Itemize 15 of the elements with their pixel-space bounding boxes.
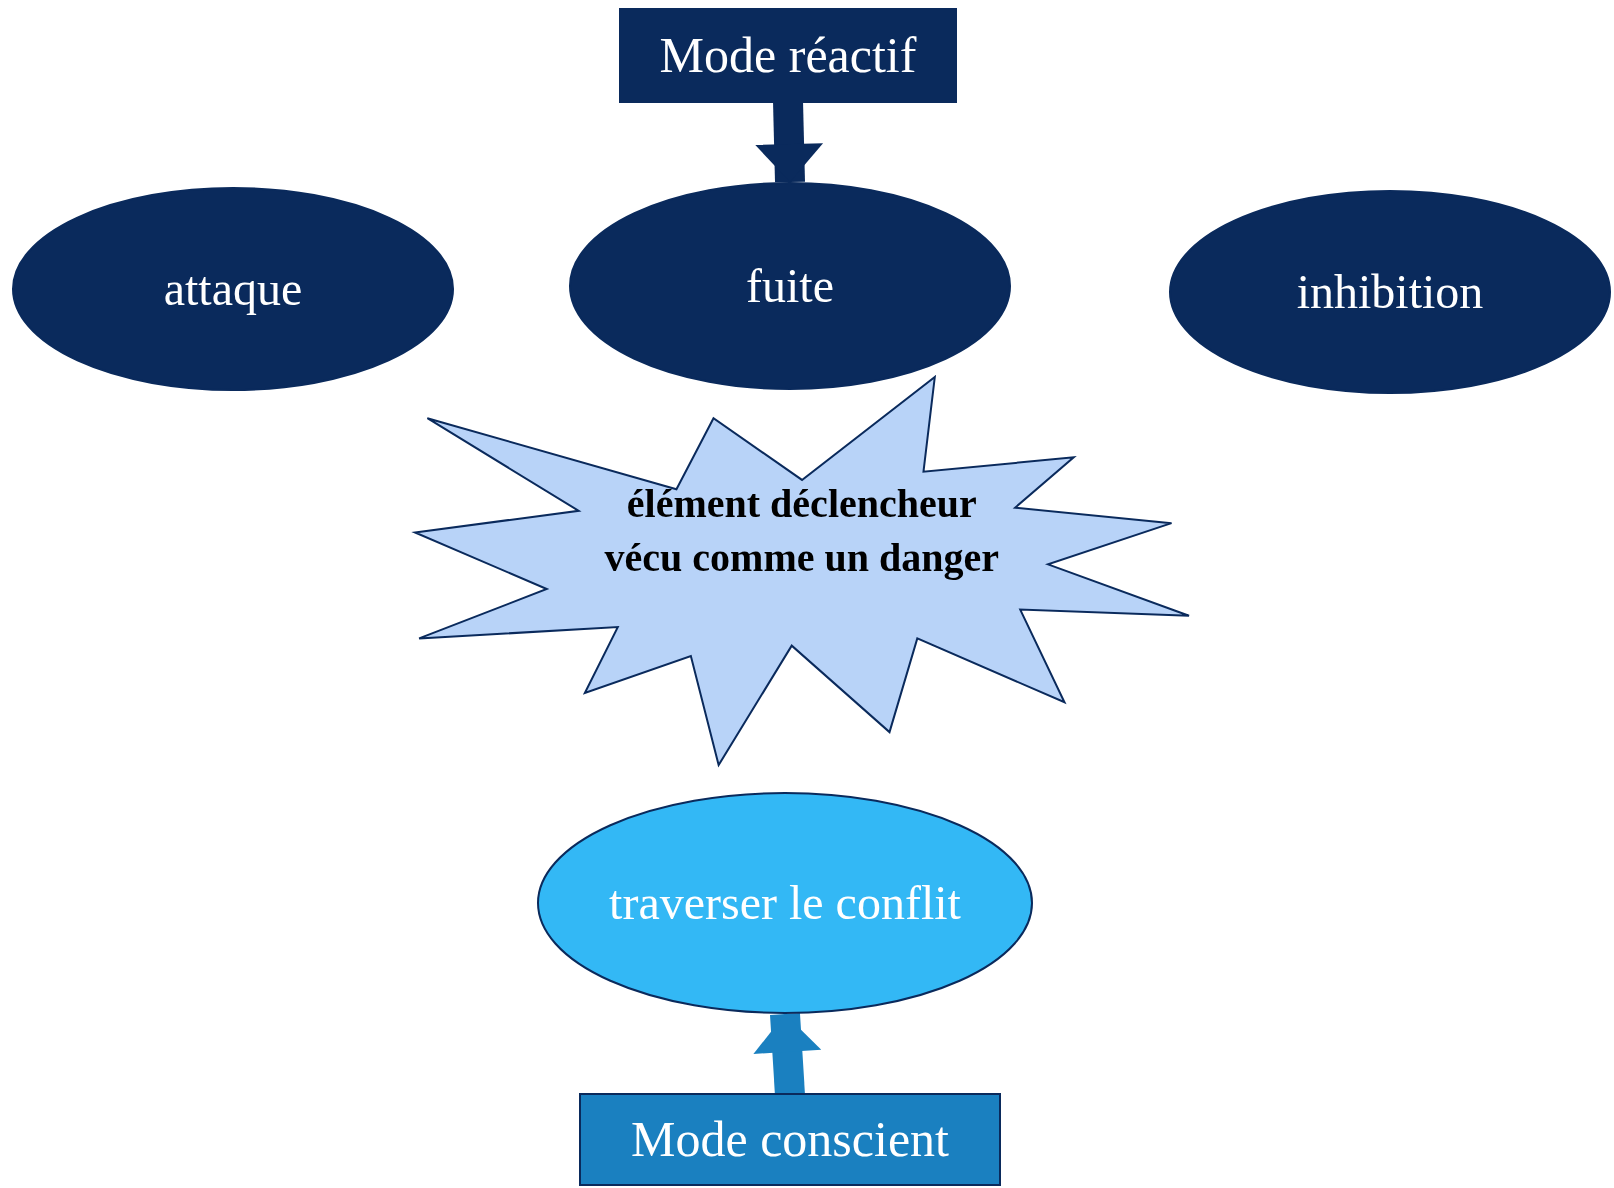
- node-label: inhibition: [1296, 263, 1484, 320]
- node-label: Mode conscient: [631, 1109, 949, 1169]
- block-arrow: [753, 1013, 822, 1096]
- node-label: fuite: [746, 257, 834, 314]
- mode-box: [619, 8, 957, 103]
- node-label: traverser le conflit: [609, 874, 961, 931]
- conscious-ellipse: [537, 792, 1033, 1014]
- starburst: [414, 376, 1189, 765]
- response-ellipse: [1169, 190, 1611, 394]
- response-ellipse: [12, 187, 454, 391]
- node-label: Mode réactif: [659, 25, 917, 85]
- node-label: attaque: [163, 260, 303, 317]
- response-ellipse: [569, 182, 1011, 390]
- node-label: élément déclencheur vécu comme un danger: [603, 479, 1000, 582]
- mode-box: [579, 1093, 1001, 1186]
